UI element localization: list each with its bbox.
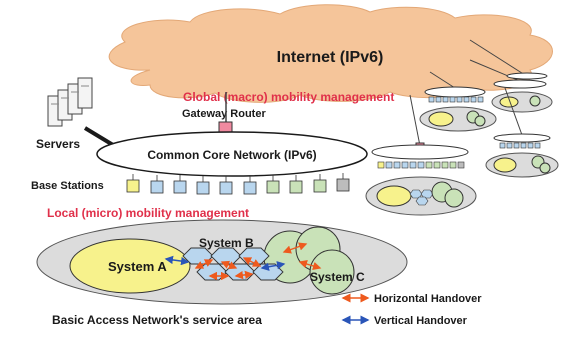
remote-network-3 bbox=[469, 39, 548, 80]
base-stations-label: Base Stations bbox=[31, 180, 104, 192]
horizontal-handover-arrows bbox=[194, 242, 322, 281]
remote-network-1 bbox=[419, 71, 497, 132]
internet-label: Internet (IPv6) bbox=[277, 49, 384, 66]
remote-network-2 bbox=[469, 59, 553, 113]
core-network-label: Common Core Network (IPv6) bbox=[147, 148, 316, 162]
legend-horizontal-label: Horizontal Handover bbox=[374, 293, 482, 305]
remote-network-5 bbox=[365, 94, 477, 216]
service-area-caption: Basic Access Network's service area bbox=[52, 313, 262, 327]
core-network bbox=[96, 131, 368, 177]
legend: Horizontal Handover Vertical Handover bbox=[341, 293, 482, 327]
remote-network-4 bbox=[485, 87, 559, 178]
vertical-handover-arrows bbox=[164, 255, 286, 271]
system-a-label: System A bbox=[108, 259, 167, 274]
internet-cloud bbox=[108, 4, 553, 103]
base-stations-row bbox=[126, 173, 350, 195]
system-a-coverage bbox=[69, 238, 191, 294]
servers-label: Servers bbox=[36, 137, 80, 151]
local-mobility-label: Local (micro) mobility management bbox=[47, 206, 249, 220]
gateway-router-label: Gateway Router bbox=[182, 108, 266, 120]
system-c-label: System C bbox=[310, 270, 365, 284]
system-b-label: System B bbox=[199, 236, 254, 250]
global-mobility-label: Global (macro) mobility management bbox=[183, 90, 394, 104]
legend-vertical-label: Vertical Handover bbox=[374, 315, 468, 327]
servers-icon bbox=[47, 77, 93, 127]
